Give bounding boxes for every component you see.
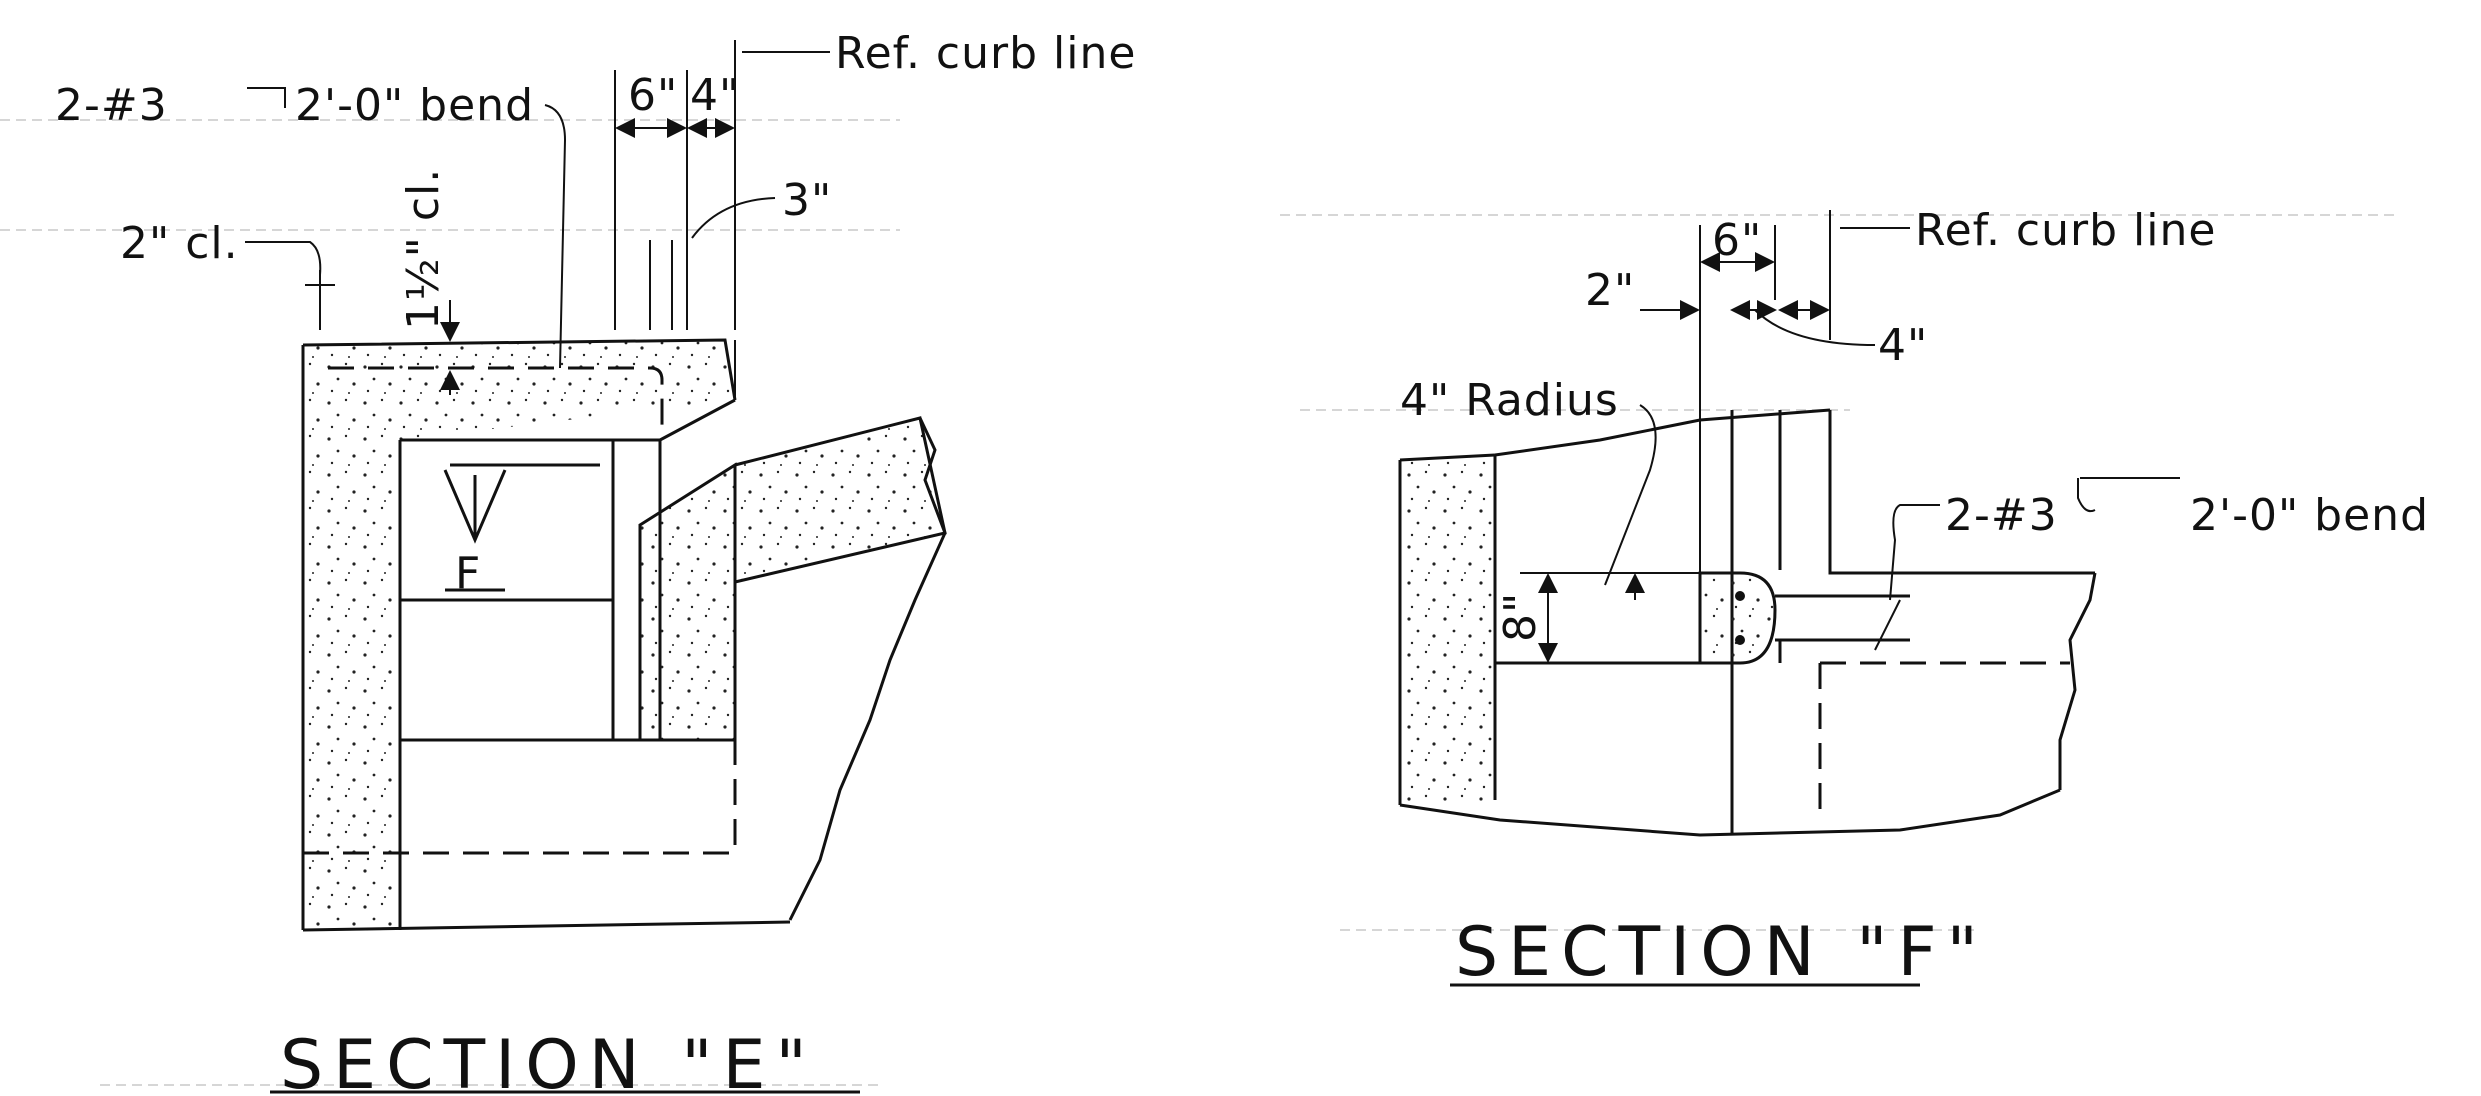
section-f-break-line [2058, 572, 2097, 790]
section-e-dim-6-label: 6" [628, 70, 678, 121]
section-f-hidden-outline [1818, 661, 2070, 820]
section-e-curb-line-label: Ref. curb line [835, 28, 1136, 79]
section-e-concrete-left-wall [303, 345, 400, 930]
section-e-clearance-top-label: 1½" cl. [398, 168, 449, 330]
section-e-cut-arrow [443, 469, 507, 544]
section-e-rebar [328, 366, 664, 430]
section-f-nosing [1698, 571, 1777, 665]
section-e-dim-3-label: 3" [782, 175, 832, 226]
section-e-concrete-top-slab [303, 340, 735, 440]
section-e-drawing [245, 40, 947, 932]
section-f-drawing [1398, 210, 2180, 837]
section-f-bar-callout: 2-#3 [1945, 490, 2058, 541]
lettering-guide-lines [0, 119, 2400, 1086]
section-e-concrete-curb [640, 465, 735, 740]
section-f-bend-callout: 2'-0" bend [2190, 490, 2429, 541]
section-f-dim-2-label: 2" [1585, 265, 1635, 316]
section-f-concrete-wall [1400, 455, 1495, 805]
section-f-dim-4-label: 4" [1878, 320, 1928, 371]
section-f-radius-label: 4" Radius [1400, 375, 1619, 426]
section-e-concrete-sidewalk [735, 418, 945, 582]
section-e-title: SECTION "E" [280, 1026, 817, 1096]
section-e-dim-4-label: 4" [690, 70, 740, 121]
section-f-curb-line-label: Ref. curb line [1915, 205, 2216, 256]
section-f-title: SECTION "F" [1455, 913, 1988, 992]
section-e-clearance-side-label: 2" cl. [120, 218, 239, 269]
section-e-sidewalk-outline [734, 416, 947, 584]
section-f-dim-8-label: 8" [1495, 592, 1546, 642]
section-e-section-marker-label: F [455, 548, 481, 599]
section-e-bend-callout: 2'-0" bend [295, 80, 534, 131]
section-e-break-line [788, 417, 947, 921]
section-f-dim-6-label: 6" [1712, 215, 1762, 266]
section-e-bar-callout: 2-#3 [55, 80, 168, 131]
